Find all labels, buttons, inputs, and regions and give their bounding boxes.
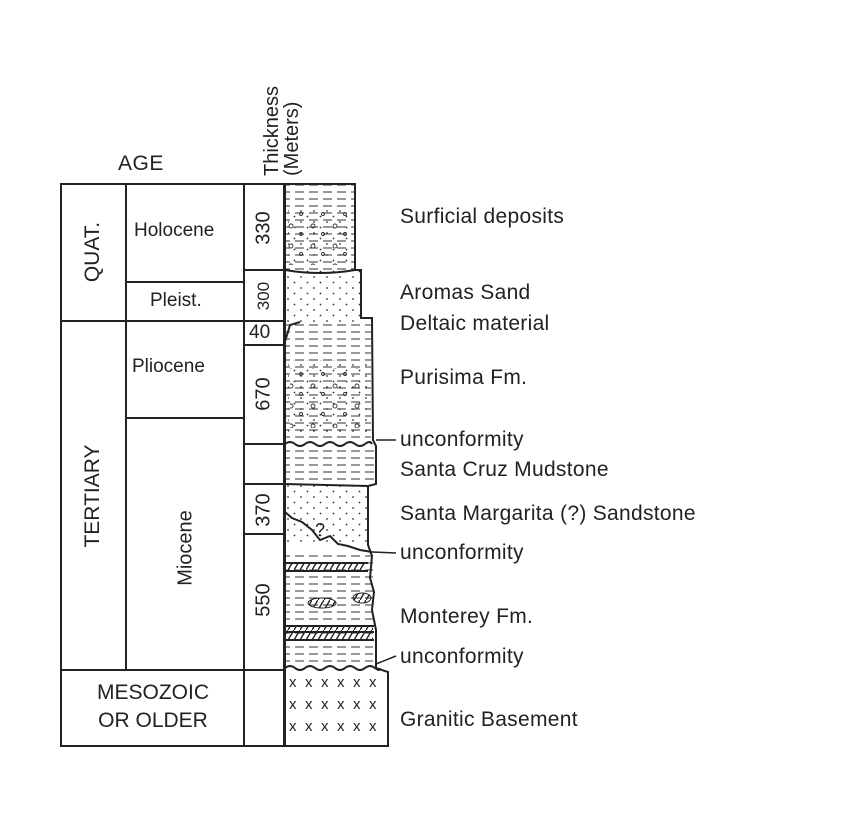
unit-santa-cruz-mudstone: Santa Cruz Mudstone [400,458,609,481]
era-mesozoic: MESOZOIC OR OLDER [62,679,244,735]
era-mesozoic-line2: OR OLDER [98,709,208,732]
thickness-330: 330 [252,211,275,245]
epoch-pliocene: Pliocene [132,356,205,377]
thickness-550: 550 [252,583,275,617]
question-mark-annotation: ? [315,520,326,540]
lithology-outline [283,183,389,747]
basement-x-symbol: x [289,718,297,735]
basement-x-symbol: x [353,674,361,691]
thickness-header: Thickness (Meters) [261,36,303,176]
basement-x-symbol: x [353,718,361,735]
basement-x-symbol: x [337,718,345,735]
unit-monterey-fm: Monterey Fm. [400,605,534,628]
thickness-300: 300 [254,281,273,311]
basement-x-symbol: x [305,696,313,713]
age-header: AGE [118,152,164,175]
thickness-370: 370 [252,493,275,527]
era-tertiary: TERTIARY [81,444,104,548]
thickness-670: 670 [252,377,275,411]
basement-x-symbol: x [321,674,329,691]
unit-deltaic-material: Deltaic material [400,312,550,335]
basement-x-symbol: x [305,718,313,735]
leader-lines [371,439,397,665]
unit-granitic-basement: Granitic Basement [400,708,578,731]
thickness-40: 40 [249,322,271,343]
thickness-column [243,183,285,747]
basement-x-symbol: x [369,718,377,735]
unit-santa-margarita-sandstone: Santa Margarita (?) Sandstone [400,502,696,525]
unconformity-label-1: unconformity [400,428,524,451]
unit-surficial-deposits: Surficial deposits [400,205,565,228]
thickness-header-line2: (Meters) [281,101,303,176]
basement-x-symbol: x [369,696,377,713]
unit-aromas-sand: Aromas Sand [400,281,531,304]
era-quaternary: QUAT. [81,221,104,283]
basement-x-symbol: x [321,696,329,713]
basement-x-symbol: x [289,696,297,713]
epoch-pleistocene: Pleist. [150,290,202,311]
thickness-header-line1: Thickness [261,85,283,176]
unconformity-label-3: unconformity [400,645,524,668]
epoch-miocene: Miocene [174,510,197,586]
era-mesozoic-line1: MESOZOIC [96,681,209,704]
basement-x-symbol: x [369,674,377,691]
unconformity-label-2: unconformity [400,541,524,564]
basement-x-symbol: x [337,696,345,713]
basement-x-symbol: x [305,674,313,691]
lithology-column [285,184,375,665]
basement-x-symbol: x [321,718,329,735]
basement-x-symbol: x [353,696,361,713]
epoch-holocene: Holocene [134,220,215,241]
basement-x-symbol: x [289,674,297,691]
unit-purisima-fm: Purisima Fm. [400,366,528,389]
basement-x-symbol: x [337,674,345,691]
